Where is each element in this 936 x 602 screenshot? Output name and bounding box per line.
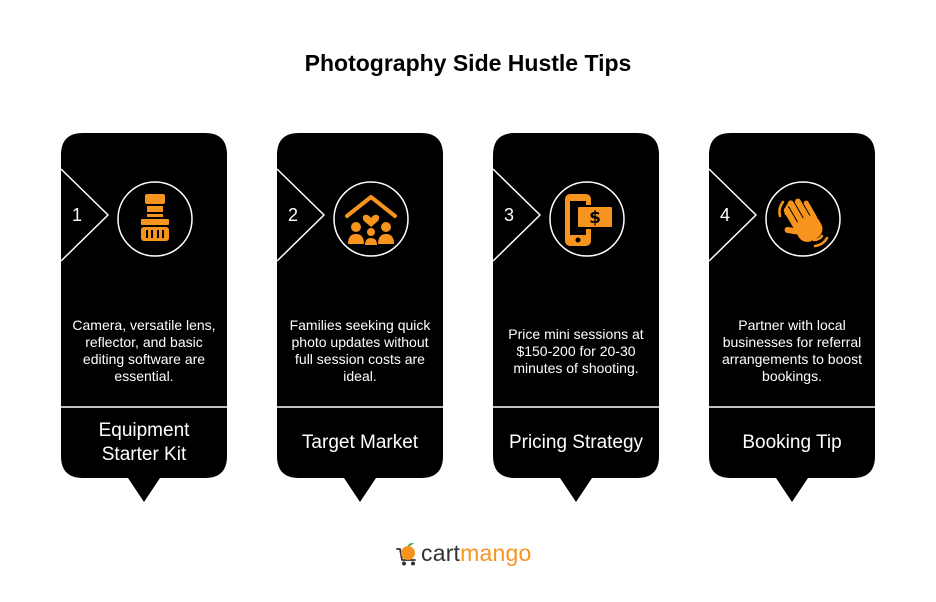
card-shape — [493, 133, 659, 502]
tip-description: Price mini sessions at $150-200 for 20-3… — [508, 325, 644, 376]
card-shape — [277, 133, 443, 502]
tip-description: Camera, versatile lens, reflector, and b… — [72, 317, 216, 384]
svg-text:$: $ — [589, 208, 601, 228]
step-number: 1 — [71, 205, 82, 225]
card-shape — [61, 133, 227, 502]
step-number: 4 — [719, 205, 730, 225]
tip-label: Target Market — [301, 432, 419, 453]
logo-wordmark: cartmango — [421, 539, 531, 567]
logo-text-mango: mango — [460, 540, 532, 566]
waving-hand-icon — [778, 198, 829, 248]
phone-payment-icon: $ — [565, 194, 614, 246]
step-number: 2 — [287, 205, 298, 225]
tip-description: Partner with local businesses for referr… — [721, 317, 863, 384]
cartmango-logo: cartmango — [395, 539, 555, 569]
tip-card: 4 Partner with local businesses for refe… — [709, 133, 875, 503]
logo-text-cart: cart — [421, 540, 461, 566]
tip-description: Families seeking quick photo updates wit… — [289, 317, 431, 384]
tip-card: 1 Camera, versatile lens, reflector, and… — [61, 133, 227, 503]
tip-card: 2 Families seeking quick photo updates w… — [277, 133, 443, 503]
step-number: 3 — [503, 205, 514, 225]
tip-label: Booking Tip — [742, 432, 842, 453]
tip-label: Pricing Strategy — [508, 432, 644, 453]
tip-card: 3 $ Price mini sessions at $150-200 for … — [493, 133, 659, 503]
tip-label: Equipment Starter Kit — [98, 420, 190, 465]
flash-light-icon — [141, 194, 169, 241]
card-shape — [709, 133, 875, 502]
page-title: Photography Side Hustle Tips — [304, 50, 632, 76]
mango-cart-icon — [396, 542, 416, 566]
family-home-icon — [345, 195, 397, 245]
